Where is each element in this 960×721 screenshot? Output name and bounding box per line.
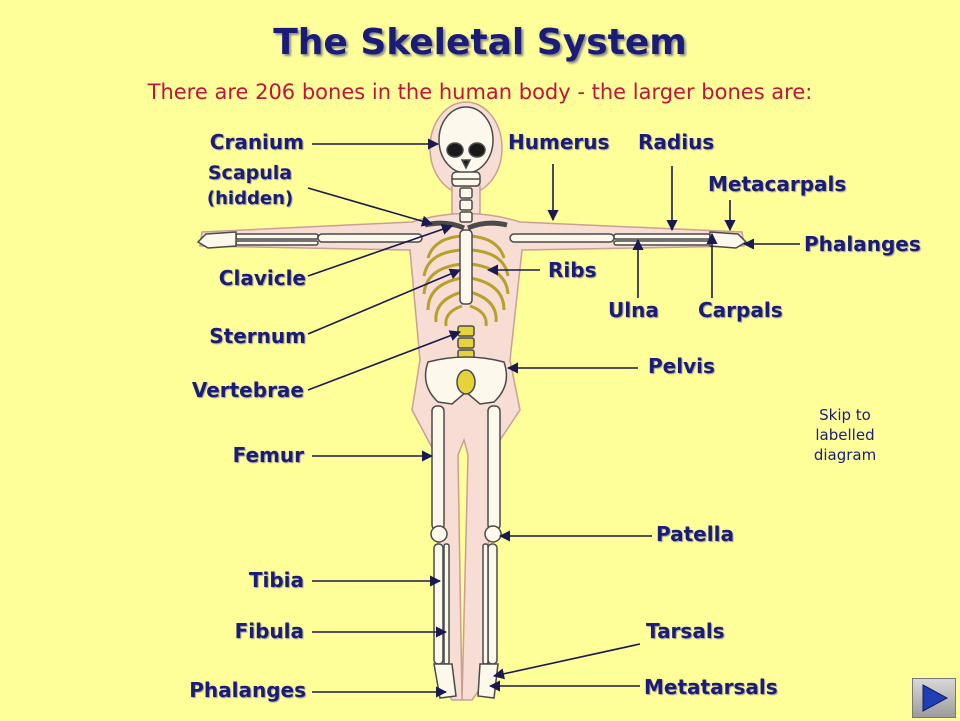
label-phalanges-hand: Phalanges bbox=[804, 232, 921, 256]
label-metatarsals: Metatarsals bbox=[644, 675, 778, 699]
label-carpals: Carpals bbox=[698, 298, 783, 322]
skull bbox=[438, 106, 494, 187]
label-metacarpals: Metacarpals bbox=[708, 172, 847, 196]
sternum-bone bbox=[459, 229, 473, 305]
skip-link-line-2: labelled bbox=[815, 426, 875, 444]
next-slide-button[interactable] bbox=[912, 678, 956, 718]
play-arrow-icon bbox=[922, 684, 949, 712]
skip-link-line-1: Skip to bbox=[819, 406, 871, 424]
label-phalanges-foot: Phalanges bbox=[189, 678, 306, 702]
label-sternum: Sternum bbox=[209, 324, 306, 348]
label-scapula-name: Scapula bbox=[207, 162, 293, 184]
label-tarsals: Tarsals bbox=[646, 619, 725, 643]
skip-to-labelled-diagram-link[interactable]: Skip to labelled diagram bbox=[790, 405, 900, 465]
label-patella: Patella bbox=[656, 522, 734, 546]
vertebrae-pointer bbox=[307, 330, 462, 391]
label-femur: Femur bbox=[232, 443, 304, 467]
tarsals-pointer bbox=[492, 643, 641, 680]
label-tibia: Tibia bbox=[248, 568, 304, 592]
scapula-pointer bbox=[307, 187, 434, 227]
label-ribs: Ribs bbox=[548, 258, 597, 282]
page-subtitle: There are 206 bones in the human body - … bbox=[147, 80, 813, 104]
label-pelvis: Pelvis bbox=[648, 354, 715, 378]
label-scapula-note: (hidden) bbox=[206, 188, 294, 209]
skip-link-line-3: diagram bbox=[813, 446, 877, 464]
label-scapula: Scapula (hidden) bbox=[188, 160, 312, 212]
label-humerus: Humerus bbox=[508, 130, 610, 154]
label-radius: Radius bbox=[638, 130, 715, 154]
label-fibula: Fibula bbox=[234, 619, 304, 643]
sternum-pointer bbox=[307, 268, 462, 335]
label-vertebrae: Vertebrae bbox=[191, 378, 304, 402]
label-ulna: Ulna bbox=[608, 298, 659, 322]
page-title: The Skeletal System bbox=[273, 22, 687, 63]
skeleton bbox=[196, 106, 748, 699]
clavicle-pointer bbox=[307, 224, 454, 277]
ribcage bbox=[422, 234, 510, 327]
label-cranium: Cranium bbox=[209, 130, 304, 154]
pointer-lines bbox=[307, 138, 800, 698]
label-clavicle: Clavicle bbox=[218, 266, 306, 290]
